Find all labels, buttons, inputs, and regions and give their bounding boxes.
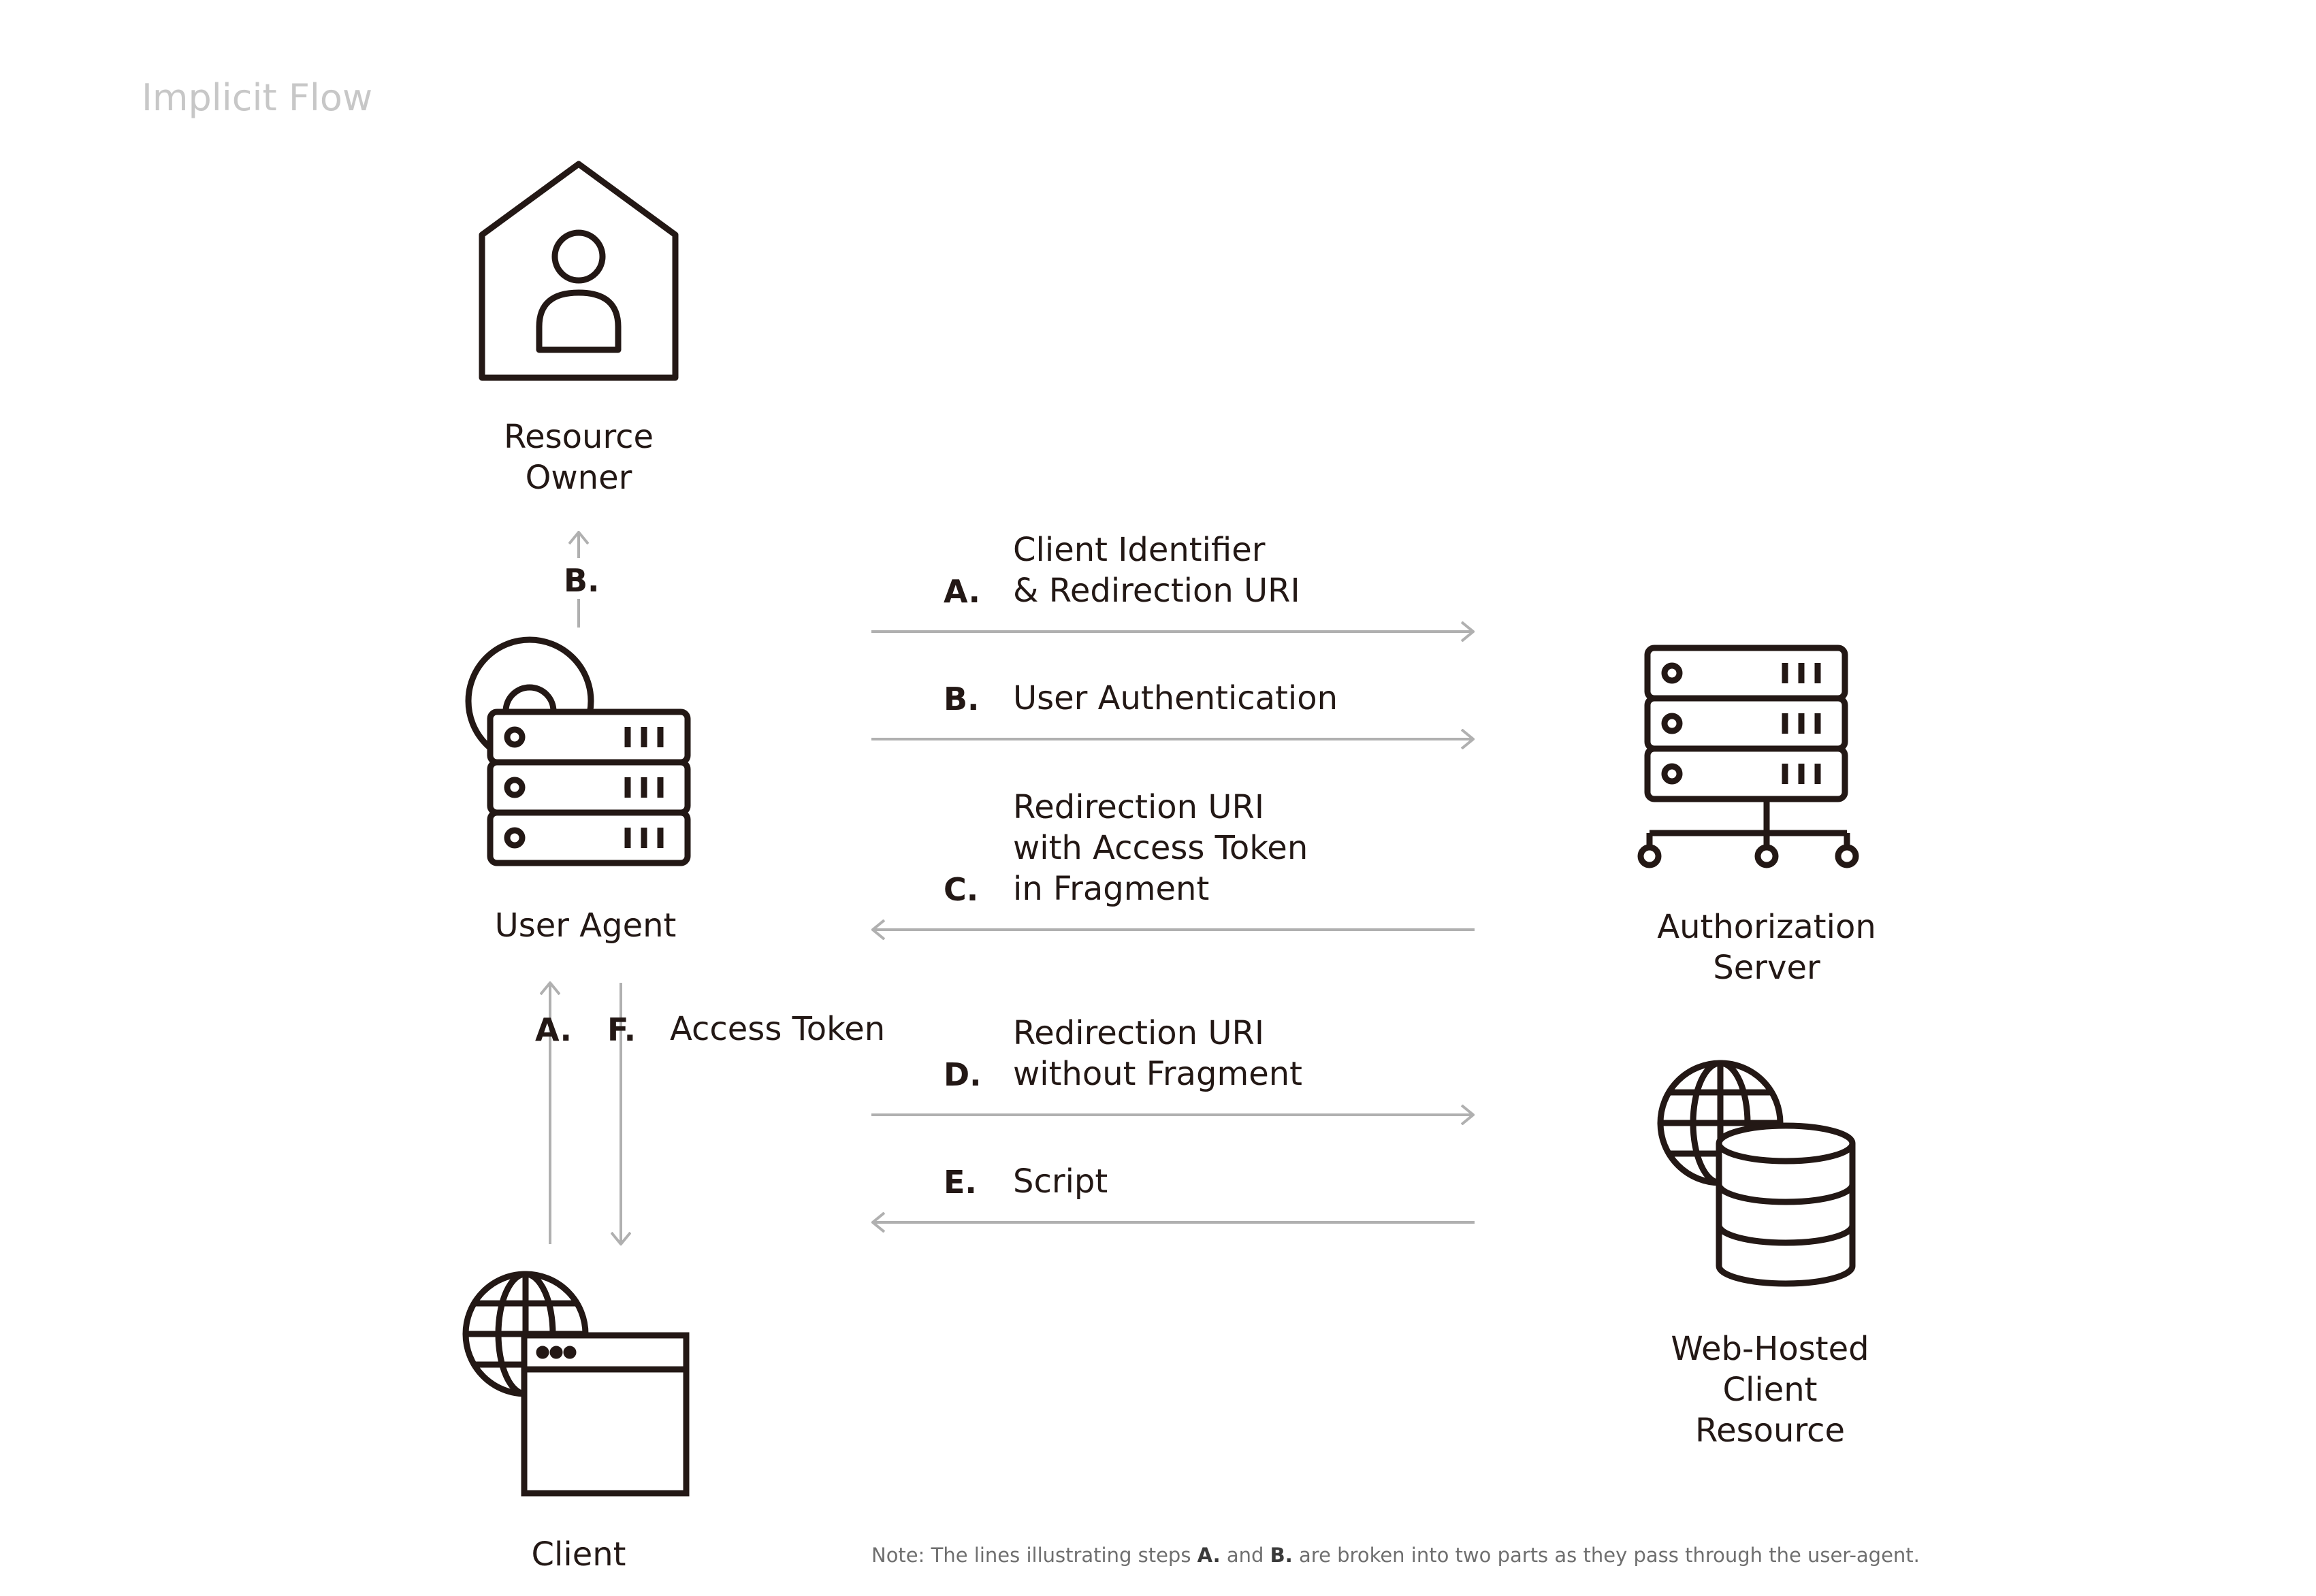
user-agent-label: User Agent [494, 907, 677, 945]
step-a-vertical-letter: A. [535, 1011, 572, 1048]
web-hosted-label-line2: Client [1722, 1371, 1818, 1409]
step-e-letter: E. [944, 1164, 977, 1201]
web-hosted-client-resource-label: Web-Hosted Client Resource [1641, 1329, 1899, 1451]
step-c-text-line3: in Fragment [1013, 870, 1210, 908]
step-d-letter: D. [944, 1056, 982, 1093]
footnote-part1: Note: The lines illustrating steps [871, 1544, 1197, 1567]
authorization-server-label-line2: Server [1713, 949, 1820, 987]
authorization-server-icon [1641, 648, 1856, 865]
footnote-step-b: B. [1270, 1544, 1293, 1567]
resource-owner-house-icon [482, 164, 675, 378]
step-a-letter: A. [944, 573, 980, 610]
step-d-text-line1: Redirection URI [1013, 1014, 1264, 1052]
client-label: Client [531, 1535, 626, 1574]
footnote-part2: and [1220, 1544, 1270, 1567]
globe-database-icon [1660, 1063, 1852, 1284]
resource-owner-label-line2: Owner [525, 459, 632, 497]
client-globe-window-icon [466, 1274, 686, 1493]
footnote-part3: are broken into two parts as they pass t… [1292, 1544, 1920, 1567]
step-a-text-line1: Client Identifier [1013, 531, 1266, 569]
vertical-arrows [550, 532, 621, 1244]
step-b-vertical-letter: B. [564, 562, 600, 599]
step-d-text: Redirection URI without Fragment [1013, 1013, 1302, 1094]
step-f-text: Access Token [670, 1010, 886, 1048]
step-a-text-line2: & Redirection URI [1013, 572, 1300, 610]
web-hosted-label-line1: Web-Hosted [1671, 1330, 1869, 1368]
step-a-text: Client Identifier & Redirection URI [1013, 530, 1300, 611]
step-b-text: User Authentication [1013, 679, 1338, 717]
step-c-text: Redirection URI with Access Token in Fra… [1013, 787, 1308, 909]
step-c-letter: C. [944, 871, 979, 908]
footnote: Note: The lines illustrating steps A. an… [871, 1544, 1920, 1567]
resource-owner-label-line1: Resource [503, 418, 654, 456]
horizontal-arrows [871, 632, 1475, 1222]
authorization-server-label: Authorization Server [1627, 907, 1906, 988]
web-hosted-label-line3: Resource [1694, 1412, 1846, 1450]
step-e-text: Script [1013, 1162, 1108, 1201]
step-c-text-line1: Redirection URI [1013, 788, 1264, 826]
footnote-step-a: A. [1197, 1544, 1221, 1567]
user-agent-globe-server-icon [468, 640, 688, 863]
resource-owner-label: Resource Owner [470, 417, 688, 498]
step-f-vertical-letter: F. [607, 1011, 637, 1048]
step-c-text-line2: with Access Token [1013, 829, 1308, 867]
step-b-letter: B. [944, 681, 980, 717]
diagram-title: Implicit Flow [142, 76, 373, 119]
authorization-server-label-line1: Authorization [1657, 908, 1876, 946]
step-d-text-line2: without Fragment [1013, 1055, 1302, 1093]
